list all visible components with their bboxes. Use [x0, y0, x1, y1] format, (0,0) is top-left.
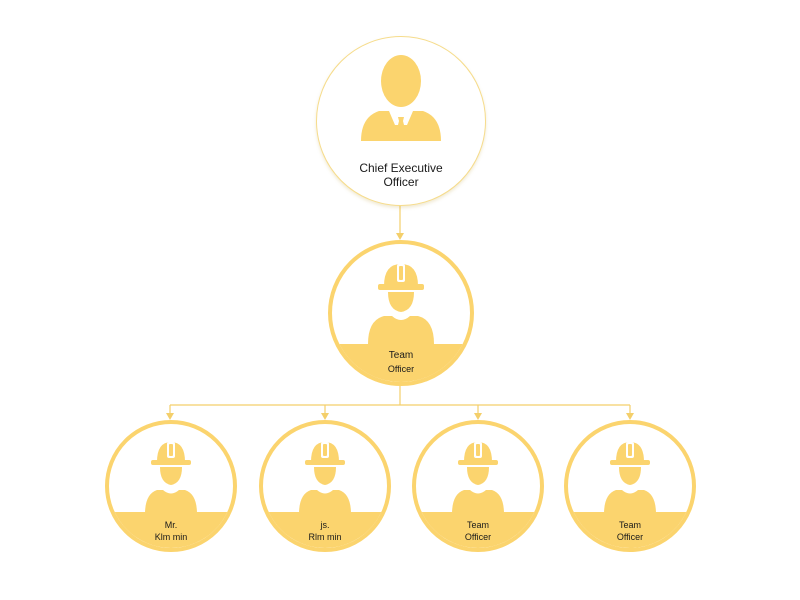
arrowhead-member-4 [626, 413, 634, 420]
ceo-title: Chief Executive Officer [317, 161, 485, 190]
team-officer-line1: Team [388, 350, 414, 361]
member-node-3[interactable]: Team Officer [412, 420, 544, 552]
label-band [332, 344, 470, 382]
label-band [416, 512, 540, 548]
member-2-line2: Rlm min [308, 532, 342, 542]
member-3-line1: Team [466, 520, 489, 530]
member-node-1[interactable]: Mr. Klm min [105, 420, 237, 552]
worker-hardhat-icon [604, 442, 656, 514]
arrowhead-team [396, 233, 404, 240]
worker-hardhat-icon [299, 442, 351, 514]
worker-hardhat-icon [368, 264, 434, 344]
ceo-node[interactable]: Chief Executive Officer [316, 36, 486, 206]
member-4-line2: Officer [616, 532, 644, 542]
businessman-icon [361, 55, 441, 141]
worker-hardhat-icon [145, 442, 197, 514]
member-3-line2: Officer [464, 532, 492, 542]
member-2-line1: js. [320, 520, 330, 530]
member-node-2[interactable]: js. Rlm min [259, 420, 391, 552]
member-1-line1: Mr. [164, 520, 178, 530]
ceo-title-line2: Officer [383, 174, 419, 189]
worker-hardhat-icon [452, 442, 504, 514]
member-4-line1: Team [618, 520, 641, 530]
team-officer-line2: Officer [387, 364, 415, 374]
arrowhead-member-3 [474, 413, 482, 420]
member-node-4[interactable]: Team Officer [564, 420, 696, 552]
label-band [263, 512, 387, 548]
member-1-line2: Klm min [154, 532, 188, 542]
label-band [109, 512, 233, 548]
ceo-title-line1: Chief Executive [359, 161, 443, 175]
team-officer-node[interactable]: Team Officer [328, 240, 474, 386]
arrowhead-member-1 [166, 413, 174, 420]
label-band [568, 512, 692, 548]
arrowhead-member-2 [321, 413, 329, 420]
